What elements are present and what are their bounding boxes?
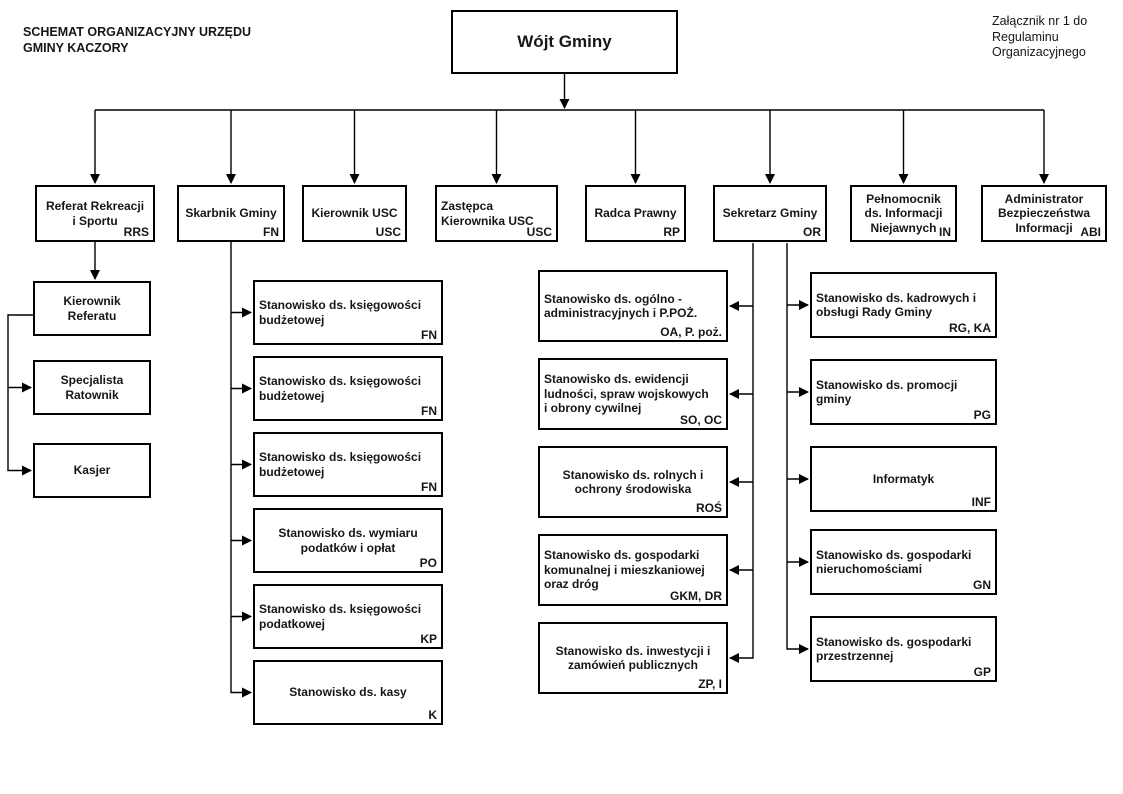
box-label: Specjalista Ratownik (60, 373, 124, 402)
org-box-wojt-gminy: Wójt Gminy (451, 10, 678, 74)
box-label: Radca Prawny (594, 206, 677, 221)
attachment-note: Załącznik nr 1 do Regulaminu Organizacyj… (992, 14, 1088, 60)
unit-code: ABI (1080, 225, 1101, 239)
org-box-stanowisko-ds-kadrowych-i: Stanowisko ds. kadrowych i obsługi Rady … (810, 272, 997, 338)
unit-code: OA, P. poż. (660, 325, 722, 339)
box-label: Stanowisko ds. księgowości budżetowej (259, 374, 422, 403)
unit-code: RG, KA (949, 321, 991, 335)
unit-code: GN (973, 578, 991, 592)
box-label: Zastępca Kierownika USC (441, 199, 534, 228)
box-label: Informatyk (872, 471, 935, 486)
box-label: Skarbnik Gminy (185, 206, 277, 221)
org-box-kasjer: Kasjer (33, 443, 151, 498)
box-label: Referat Rekreacji i Sportu (45, 199, 145, 228)
box-label: Kierownik Referatu (63, 294, 121, 323)
org-box-kierownik: Kierownik Referatu (33, 281, 151, 336)
box-label: Stanowisko ds. kadrowych i obsługi Rady … (816, 290, 977, 319)
box-label: Stanowisko ds. kasy (289, 685, 407, 700)
box-label: Stanowisko ds. księgowości budżetowej (259, 298, 422, 327)
unit-code: OR (803, 225, 821, 239)
org-box-stanowisko-ds-ewidencji: Stanowisko ds. ewidencji ludności, spraw… (538, 358, 728, 430)
unit-code: ZP, I (698, 677, 722, 691)
box-label: Stanowisko ds. księgowości budżetowej (259, 450, 422, 479)
box-label: Stanowisko ds. wymiaru podatków i opłat (278, 526, 418, 555)
box-label: Stanowisko ds. ewidencji ludności, spraw… (544, 372, 709, 416)
org-box-specjalista: Specjalista Ratownik (33, 360, 151, 415)
unit-code: RP (663, 225, 680, 239)
box-label: Pełnomocnik ds. Informacji Niejawnych (864, 191, 943, 235)
unit-code: USC (526, 225, 552, 239)
box-label: Administrator Bezpieczeństwa Informacji (997, 191, 1091, 235)
org-box-stanowisko-ds-gospodarki: Stanowisko ds. gospodarki komunalnej i m… (538, 534, 728, 606)
box-label: Stanowisko ds. księgowości podatkowej (259, 602, 422, 631)
box-label: Kasjer (73, 463, 111, 478)
box-label: Stanowisko ds. gospodarki komunalnej i m… (544, 548, 705, 592)
unit-code: INF (971, 495, 991, 509)
unit-code: USC (375, 225, 401, 239)
box-label: Kierownik USC (311, 206, 398, 221)
unit-code: KP (420, 632, 437, 646)
unit-code: FN (421, 328, 437, 342)
box-label: Stanowisko ds. ogólno - administracyjnyc… (544, 291, 698, 320)
unit-code: SO, OC (679, 413, 722, 427)
box-label: Stanowisko ds. rolnych i ochrony środowi… (562, 467, 704, 496)
unit-code: ROŚ (695, 501, 722, 515)
org-box-stanowisko-ds-inwestycji-i: Stanowisko ds. inwestycji i zamówień pub… (538, 622, 728, 694)
box-label: Stanowisko ds. gospodarki nieruchomościa… (816, 547, 972, 576)
unit-code: FN (263, 225, 279, 239)
unit-code: PO (419, 556, 437, 570)
unit-code: FN (421, 480, 437, 494)
unit-code: K (428, 708, 437, 722)
box-label: Stanowisko ds. gospodarki przestrzennej (816, 634, 972, 663)
unit-code: FN (421, 404, 437, 418)
unit-code: GP (973, 665, 991, 679)
unit-code: GKM, DR (670, 589, 722, 603)
unit-code: RRS (123, 225, 149, 239)
unit-code: PG (973, 408, 991, 422)
org-box-stanowisko-ds-rolnych-i: Stanowisko ds. rolnych i ochrony środowi… (538, 446, 728, 518)
box-label: Stanowisko ds. inwestycji i zamówień pub… (555, 643, 711, 672)
org-box-stanowisko-ds-gospodarki: Stanowisko ds. gospodarki nieruchomościa… (810, 529, 997, 595)
box-label: Sekretarz Gminy (722, 206, 818, 221)
unit-code: IN (939, 225, 951, 239)
org-box-stanowisko-ds-og-lno: Stanowisko ds. ogólno - administracyjnyc… (538, 270, 728, 342)
document-title: SCHEMAT ORGANIZACYJNY URZĘDU GMINY KACZO… (23, 25, 252, 55)
org-box-kierownik-usc: Kierownik USC USC (302, 185, 407, 242)
box-label: Stanowisko ds. promocji gminy (816, 377, 958, 406)
box-label: Wójt Gminy (517, 31, 612, 51)
